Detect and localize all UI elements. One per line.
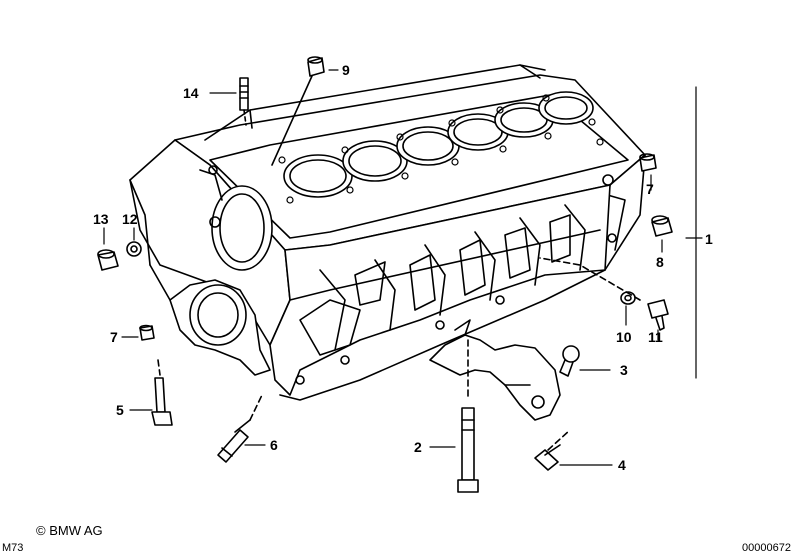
callout-4: 4 [618, 457, 626, 473]
seal-ring-12 [126, 241, 142, 257]
diagram-number: 00000672 [742, 542, 791, 554]
callout-1: 1 [705, 231, 713, 247]
callout-8: 8 [656, 254, 664, 270]
dowel-right [639, 153, 657, 172]
callout-3: 3 [620, 362, 628, 378]
callout-2: 2 [414, 439, 422, 455]
side-bolt [534, 429, 571, 471]
long-bolt [457, 339, 479, 493]
main-bearing-cap [429, 319, 561, 421]
copyright-notice: © BMW AG [36, 523, 103, 538]
stud-6 [217, 394, 263, 463]
sleeve-8 [651, 215, 673, 237]
model-code: M73 [2, 542, 24, 554]
screw-plug-11 [539, 257, 669, 331]
plug-13 [97, 249, 119, 271]
callout-7-right: 7 [646, 181, 654, 197]
callout-9: 9 [342, 62, 350, 78]
bolt-5 [151, 359, 173, 426]
sleeve-9 [271, 56, 325, 166]
cap-bolt [559, 345, 580, 377]
callout-7-left: 7 [110, 329, 118, 345]
rear-seal-housing [129, 179, 271, 376]
dowel-left [139, 324, 155, 341]
callout-14: 14 [183, 85, 199, 101]
callout-5: 5 [116, 402, 124, 418]
callout-6: 6 [270, 437, 278, 453]
callout-11: 11 [648, 329, 663, 345]
callout-10: 10 [616, 329, 632, 345]
stud-14 [239, 77, 249, 126]
callout-12: 12 [122, 211, 138, 227]
callout-13: 13 [93, 211, 109, 227]
